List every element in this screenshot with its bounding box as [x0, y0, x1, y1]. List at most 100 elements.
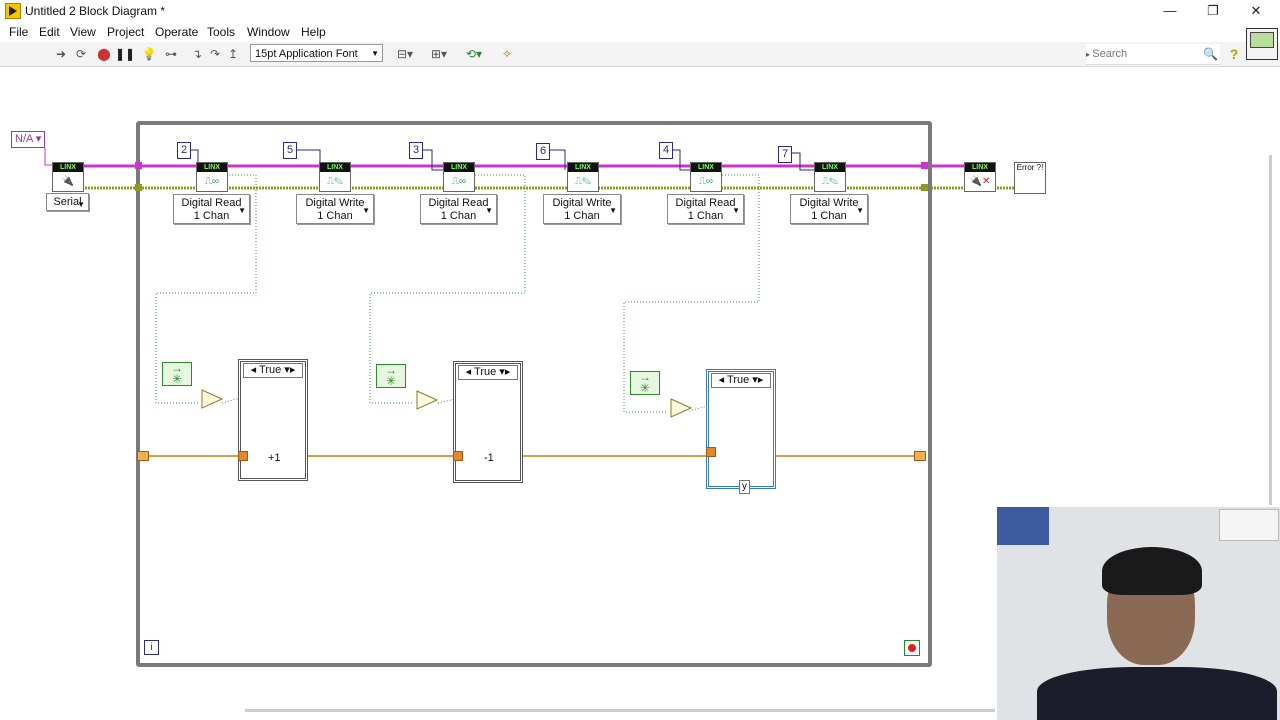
- loop-tunnel-pink-left: [135, 162, 142, 169]
- help-icon[interactable]: ?: [1229, 46, 1239, 62]
- case-tunnel: [453, 451, 463, 461]
- chevron-down-icon: ▼: [371, 49, 379, 58]
- search-placeholder: Search: [1092, 48, 1128, 60]
- linx-digital-write-vi-1[interactable]: LINX⎍✎: [319, 162, 351, 192]
- retain-wire-values-icon[interactable]: ⊶: [165, 47, 177, 61]
- bool-to-number-node-3[interactable]: →✳: [630, 371, 660, 395]
- shift-register-left[interactable]: [137, 451, 149, 461]
- linx-digital-read-vi-1[interactable]: LINX⎍∞: [196, 162, 228, 192]
- step-over-icon[interactable]: ↷: [209, 47, 221, 61]
- digital-write-icon: ⎍✎: [574, 176, 592, 187]
- linx-digital-write-vi-3[interactable]: LINX⎍✎: [814, 162, 846, 192]
- error-handler-label: Error ?!: [1016, 163, 1044, 172]
- search-icon[interactable]: 🔍: [1203, 47, 1218, 61]
- while-loop[interactable]: [136, 121, 932, 667]
- linx-open-icon: 🔌: [61, 176, 75, 187]
- stop-terminal[interactable]: [904, 640, 920, 656]
- const-4-wire: [670, 149, 692, 171]
- menu-operate[interactable]: Operate: [155, 25, 199, 39]
- serial-select-value: Serial: [53, 196, 82, 208]
- case-structure-3[interactable]: ◂ True ▾▸ y: [706, 369, 776, 494]
- na-constant[interactable]: N/A ▾: [11, 131, 46, 148]
- chevron-down-icon: ▼: [609, 206, 617, 215]
- pin-constant-6[interactable]: 6: [536, 143, 551, 160]
- distribute-objects-icon[interactable]: ⊞▾: [430, 47, 448, 61]
- font-select[interactable]: 15pt Application Font ▼: [250, 44, 383, 62]
- bool-to-number-node-1[interactable]: →✳: [162, 362, 192, 386]
- step-into-icon[interactable]: ↴: [191, 47, 203, 61]
- minimize-button[interactable]: —: [1163, 3, 1177, 18]
- horizontal-scrollbar[interactable]: [245, 709, 995, 712]
- pause-icon[interactable]: ❚❚: [115, 47, 136, 61]
- loop-tunnel-error-right: [921, 184, 928, 191]
- search-field[interactable]: ▸ Search 🔍: [1086, 44, 1220, 65]
- person-hair: [1102, 547, 1202, 595]
- close-button[interactable]: ✕: [1250, 3, 1262, 18]
- case-structure-2[interactable]: ◂ True ▾▸ -1: [453, 361, 523, 483]
- menu-window[interactable]: Window: [247, 25, 290, 39]
- digital-write-icon: ⎍✎: [821, 176, 839, 187]
- run-arrow-icon[interactable]: ➜: [55, 47, 67, 61]
- menu-help[interactable]: Help: [301, 25, 326, 39]
- vi-selector-line2: 1 Chan: [811, 210, 847, 222]
- case-selector-label[interactable]: ◂ True ▾▸: [458, 365, 518, 380]
- linx-digital-read-vi-2[interactable]: LINX⎍∞: [443, 162, 475, 192]
- search-expand-icon: ▸: [1086, 50, 1093, 59]
- linx-open-header: LINX: [53, 163, 83, 172]
- chevron-down-icon: ▼: [77, 200, 85, 209]
- vi-selector-line2: 1 Chan: [564, 210, 600, 222]
- case-selector-label[interactable]: ◂ True ▾▸: [711, 373, 771, 388]
- pin-constant-7[interactable]: 7: [778, 146, 793, 163]
- linx-header: LINX: [320, 163, 350, 172]
- loop-tunnel-pink-right: [921, 162, 928, 169]
- pin-constant-4[interactable]: 4: [659, 142, 674, 159]
- chevron-down-icon: ▼: [238, 206, 246, 215]
- const-3-wire: [421, 149, 445, 171]
- cleanup-diagram-icon[interactable]: ✧: [501, 47, 513, 61]
- greater-than-node-1: [201, 389, 224, 409]
- na-constant-value: N/A: [15, 133, 33, 145]
- vi-selector-line2: 1 Chan: [687, 210, 724, 222]
- menu-view[interactable]: View: [70, 25, 96, 39]
- digital-read-icon: ⎍∞: [451, 176, 467, 187]
- align-objects-icon[interactable]: ⊟▾: [396, 47, 414, 61]
- menu-edit[interactable]: Edit: [39, 25, 60, 39]
- case-structure-1[interactable]: ◂ True ▾▸ +1: [238, 359, 308, 481]
- shift-register-right[interactable]: [914, 451, 926, 461]
- linx-close-vi[interactable]: LINX 🔌✕: [964, 162, 996, 192]
- simple-error-handler[interactable]: Error ?!: [1014, 162, 1046, 194]
- menu-tools[interactable]: Tools: [207, 25, 236, 39]
- webcam-overlay: [997, 507, 1280, 720]
- pin-constant-5[interactable]: 5: [283, 142, 298, 159]
- bool-to-number-node-2[interactable]: →✳: [376, 364, 406, 388]
- linx-open-vi[interactable]: LINX 🔌: [52, 162, 84, 192]
- menu-project[interactable]: Project: [107, 25, 145, 39]
- vertical-scrollbar[interactable]: [1269, 155, 1272, 505]
- const-7-wire: [789, 152, 815, 171]
- window-title: Untitled 2 Block Diagram *: [25, 4, 166, 18]
- run-continuously-icon[interactable]: ⟳: [75, 47, 87, 61]
- highlight-execution-icon[interactable]: 💡: [141, 47, 157, 61]
- bool-wire-3: [623, 174, 760, 413]
- linx-close-icon: 🔌✕: [969, 176, 991, 187]
- linx-digital-write-vi-2[interactable]: LINX⎍✎: [567, 162, 599, 192]
- case-selector-label[interactable]: ◂ True ▾▸: [243, 363, 303, 378]
- step-out-icon[interactable]: ↥: [227, 47, 239, 61]
- pin-constant-2[interactable]: 2: [177, 142, 192, 159]
- reorder-icon[interactable]: ⟲▾: [465, 47, 483, 61]
- pin-constant-3[interactable]: 3: [409, 142, 424, 159]
- maximize-button[interactable]: ❐: [1207, 3, 1219, 18]
- linx-digital-read-vi-3[interactable]: LINX⎍∞: [690, 162, 722, 192]
- serial-select[interactable]: Serial ▼: [46, 193, 89, 211]
- chevron-down-icon: ▼: [485, 206, 493, 215]
- menu-file[interactable]: File: [9, 25, 29, 39]
- digital-read-icon: ⎍∞: [204, 176, 220, 187]
- abort-icon[interactable]: ⬤: [97, 47, 111, 61]
- digital-read-icon: ⎍∞: [698, 176, 714, 187]
